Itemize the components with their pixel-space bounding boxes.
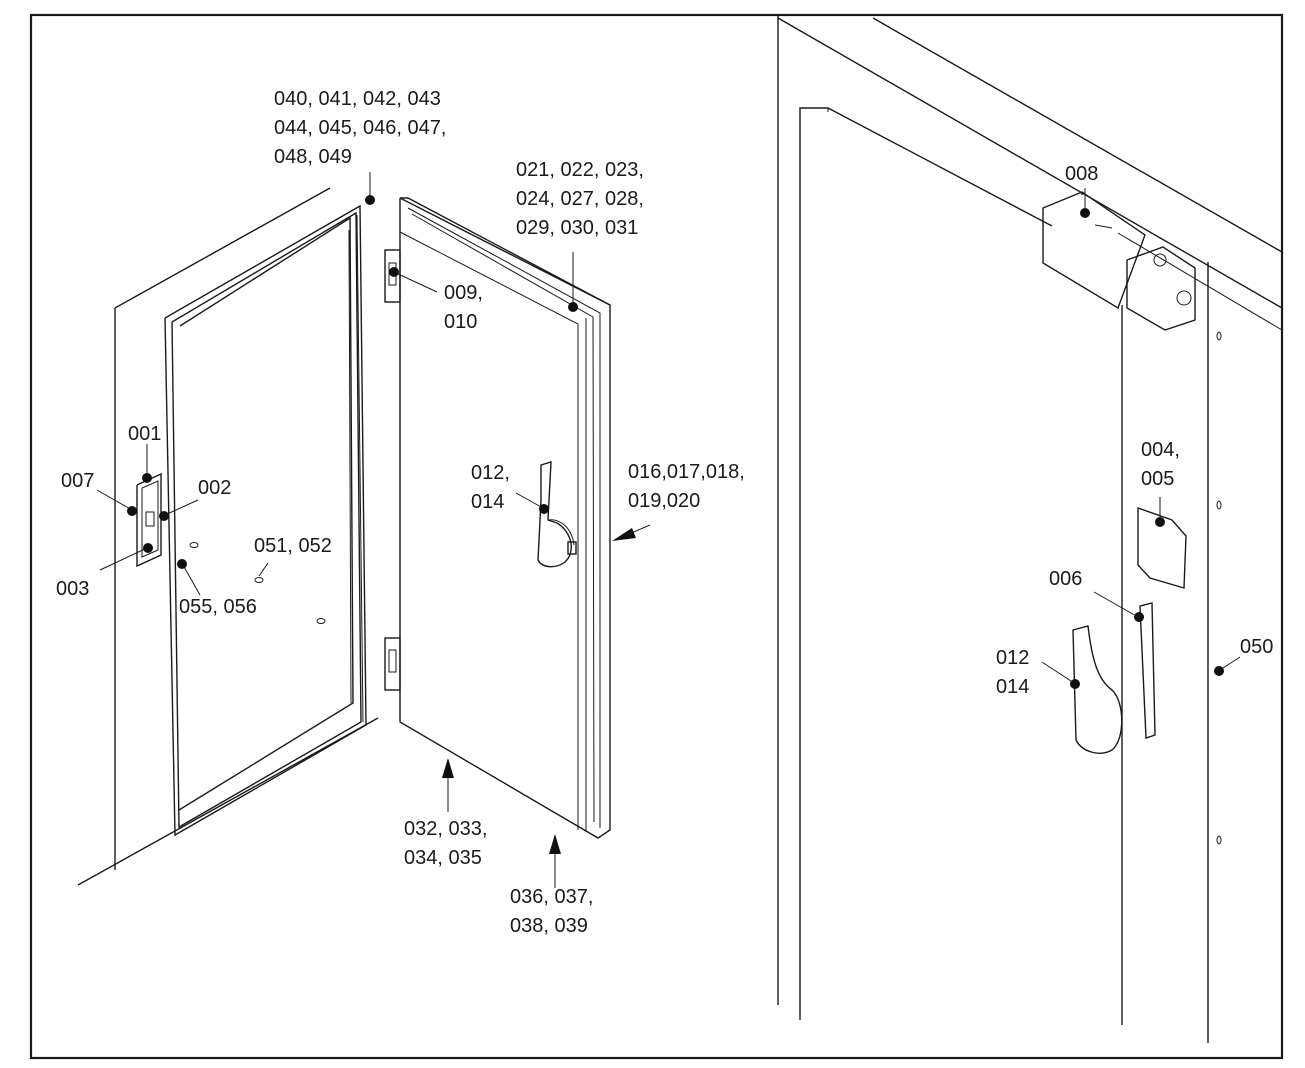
dot-003 <box>143 543 153 553</box>
label-051: 051, 052 <box>254 535 332 557</box>
dot-002 <box>159 511 169 521</box>
label-007: 007 <box>61 470 95 492</box>
dot-008 <box>1080 208 1090 218</box>
label-050: 050 <box>1240 636 1274 658</box>
arrow-036 <box>549 834 561 854</box>
dot-021 <box>568 302 578 312</box>
label-012b: 012 014 <box>996 647 1030 698</box>
dot-006 <box>1134 612 1144 622</box>
label-012a: 012, 014 <box>471 462 510 513</box>
arrow-032 <box>442 758 454 778</box>
label-055: 055, 056 <box>179 596 257 618</box>
label-002: 002 <box>198 477 232 499</box>
diagram-frame <box>29 13 1284 1060</box>
label-009: 009, 010 <box>444 282 483 333</box>
door-leaf <box>399 197 611 839</box>
handle-strip <box>1139 602 1156 739</box>
label-036: 036, 037, 038, 039 <box>510 886 594 937</box>
label-008: 008 <box>1065 163 1099 185</box>
dot-055 <box>177 559 187 569</box>
label-016: 016,017,018, 019,020 <box>628 461 745 512</box>
door-handle <box>537 461 577 568</box>
label-040: 040, 041, 042, 043 044, 045, 046, 047, 0… <box>274 88 447 168</box>
door-plate <box>136 472 162 568</box>
dot-012a <box>539 504 549 514</box>
label-006: 006 <box>1049 568 1083 590</box>
label-032: 032, 033, 034, 035 <box>404 818 488 869</box>
vent-cover <box>1137 507 1187 589</box>
handle-right <box>1072 625 1123 754</box>
door-right <box>799 107 1123 1025</box>
dot-007 <box>127 506 137 516</box>
label-001: 001 <box>128 423 162 445</box>
dot-012b <box>1070 679 1080 689</box>
door-frame <box>77 187 379 886</box>
dot-001 <box>142 473 152 483</box>
alarm-box <box>1042 191 1196 331</box>
dot-009 <box>389 267 399 277</box>
dot-040 <box>365 195 375 205</box>
arrow-016 <box>612 528 636 541</box>
dot-050 <box>1214 666 1224 676</box>
wall-right <box>777 17 1283 1043</box>
label-021: 021, 022, 023, 024, 027, 028, 029, 030, … <box>516 159 644 239</box>
lower-hinge <box>384 637 401 691</box>
label-003: 003 <box>56 578 90 600</box>
label-004: 004, 005 <box>1141 439 1180 490</box>
dot-004 <box>1155 517 1165 527</box>
